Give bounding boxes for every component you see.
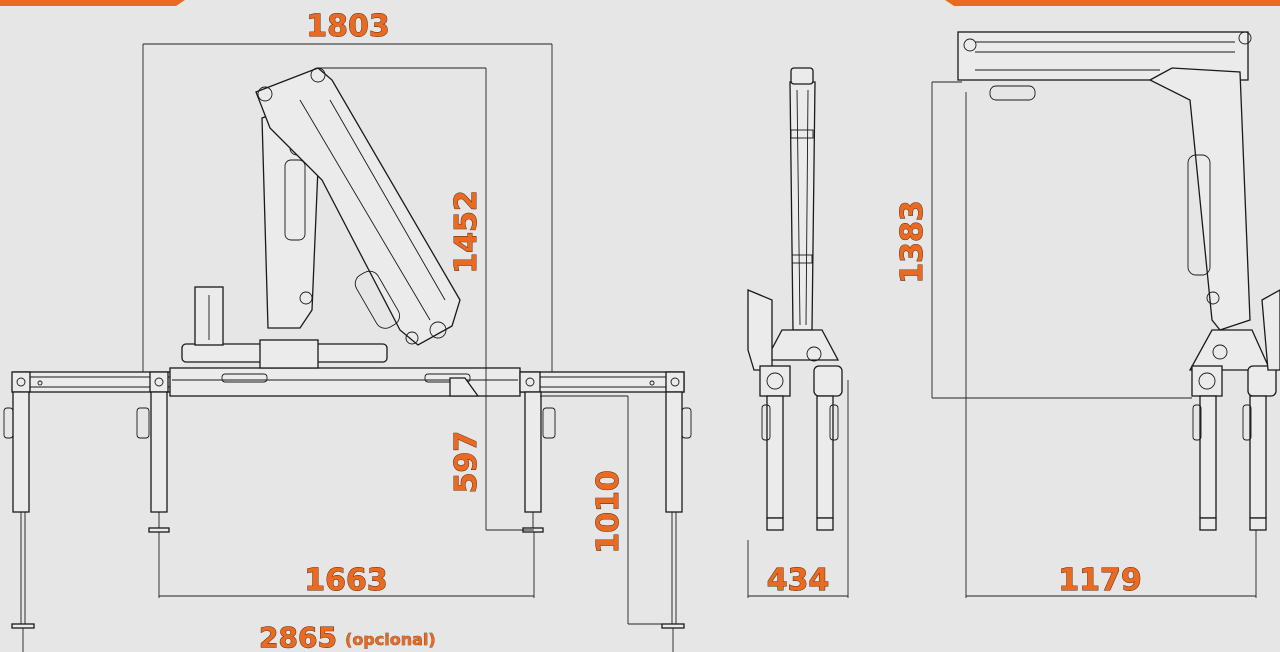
side-clamp-right <box>813 365 843 397</box>
side-column <box>789 81 816 331</box>
corner-tab-left <box>0 0 185 6</box>
dim-rear-width: 1179 <box>1058 563 1142 598</box>
rear-column <box>1148 67 1251 331</box>
front-dimensions <box>22 43 674 652</box>
dim-optional-note: (opcional) <box>345 630 436 649</box>
rear-dimensions <box>931 81 1257 598</box>
dim-side-width: 434 <box>767 563 830 598</box>
stabilizer-leg-outer-right <box>661 391 692 629</box>
dim-top-width: 1803 <box>306 9 390 44</box>
dim-leg-extension: 1010 <box>591 470 626 554</box>
stabilizer-leg-outer-left <box>3 391 35 629</box>
side-view <box>747 67 843 531</box>
stabilizer-leg-inner-right <box>522 391 556 533</box>
dim-stabilizer-span: 1663 <box>304 563 388 598</box>
dim-column-height: 1452 <box>449 190 484 274</box>
side-dimensions <box>747 380 849 598</box>
side-clamp-left <box>759 365 791 397</box>
rear-view <box>957 31 1280 531</box>
front-view <box>3 67 692 629</box>
stabilizer-leg-inner-left <box>136 391 170 533</box>
rear-clamp-left <box>1191 365 1223 397</box>
dim-rear-height: 1383 <box>895 200 930 284</box>
dim-optional-span: 2865 <box>259 621 337 652</box>
dim-leg-height: 597 <box>449 431 484 494</box>
corner-tab-right <box>945 0 1280 6</box>
turret-base <box>259 339 319 369</box>
